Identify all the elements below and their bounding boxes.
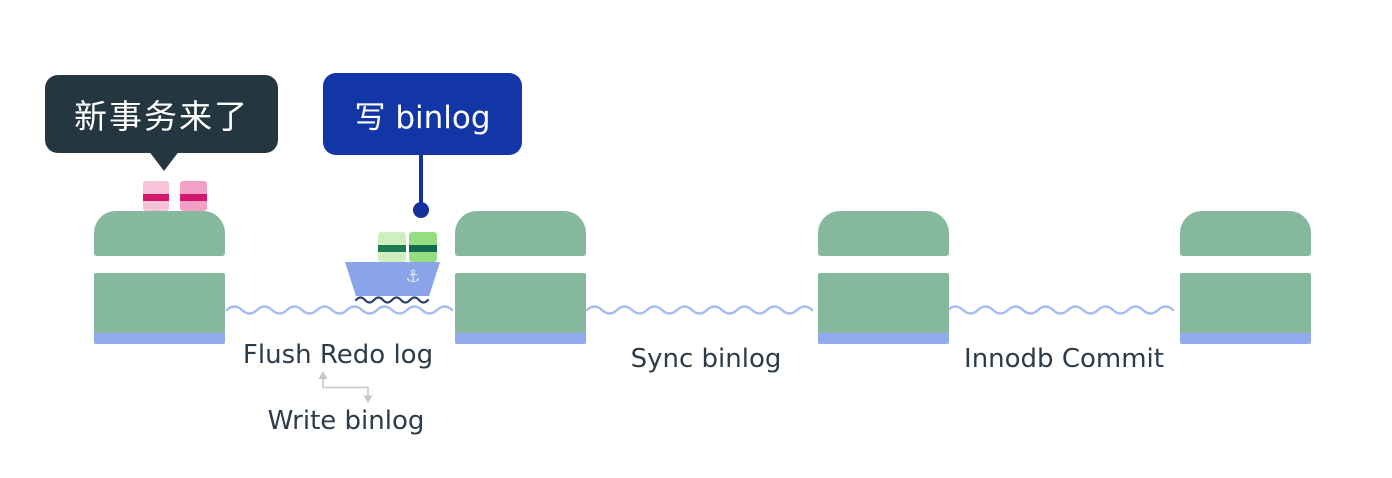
dock-body [1180,273,1311,344]
cargo-block-1 [378,232,406,262]
label-flush-redo-log: Flush Redo log [242,340,434,370]
dock-base-waterline [1180,333,1311,344]
label-innodb-commit: Innodb Commit [964,344,1164,374]
dock-cap [455,211,586,256]
callout-new-transaction: 新事务来了 [45,75,278,153]
dock-pillar-3 [818,211,949,344]
swap-order-arrow-icon [318,371,373,403]
dock-pillar-4 [1180,211,1311,344]
dock-pillar-1 [94,211,225,344]
boat-hull [345,262,440,296]
water-line-3 [946,305,1175,315]
water-line-2 [585,305,814,315]
dock-body [94,273,225,344]
cargo-block-stripe [378,245,406,252]
dock-cap [1180,211,1311,256]
label-sync-binlog: Sync binlog [630,344,782,374]
callout-pointer-line [419,155,423,204]
callout-write-binlog: 写 binlog [323,73,522,155]
cargo-block-stripe [409,245,437,252]
dock-body [818,273,949,344]
callout-write-binlog-label: 写 binlog [354,99,491,136]
dock-base-waterline [94,333,225,344]
dock-body [455,273,586,344]
callout-new-transaction-label: 新事务来了 [74,97,249,136]
transaction-block-2 [180,181,207,211]
callout-tail [148,150,180,171]
dock-base-waterline [818,333,949,344]
anchor-icon: ⚓ [405,267,421,287]
transaction-block-1 [143,181,169,211]
dock-cap [94,211,225,256]
dock-pillar-2 [455,211,586,344]
transaction-block-stripe [143,194,169,201]
dock-base-waterline [455,333,586,344]
callout-pointer-dot [413,202,429,218]
boat-wake [354,296,430,304]
cargo-block-2 [409,232,437,262]
water-line-1 [225,305,454,315]
label-write-binlog: Write binlog [267,406,425,436]
transaction-block-stripe [180,194,207,201]
dock-cap [818,211,949,256]
